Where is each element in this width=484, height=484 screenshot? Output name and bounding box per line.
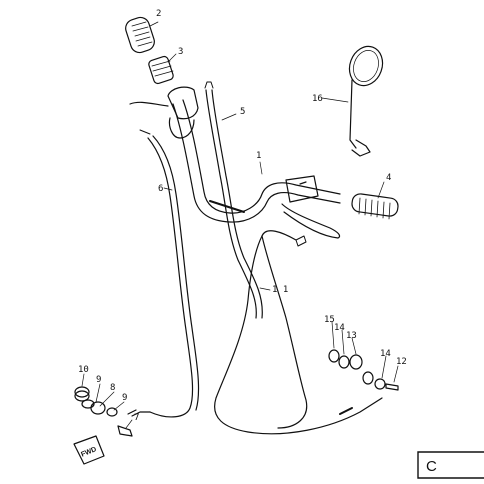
right-lever-assembly <box>281 175 341 239</box>
callout-7: 7 <box>134 413 139 423</box>
handlebar <box>172 99 341 223</box>
left-switch-housing <box>129 86 199 139</box>
leader-lines <box>81 21 399 429</box>
mirror <box>348 45 384 157</box>
left-grip <box>125 16 155 54</box>
corner-letter: C <box>426 458 437 475</box>
callout-12: 12 <box>396 357 407 367</box>
callout-2: 2 <box>156 9 161 19</box>
brake-cable <box>214 230 383 435</box>
callout-9-upper: 9 <box>96 375 101 385</box>
callout-10: 10 <box>78 365 89 375</box>
right-small-parts <box>328 349 399 391</box>
callout-14-right: 14 <box>380 349 391 359</box>
callout-3: 3 <box>178 47 183 57</box>
callout-6: 6 <box>158 184 163 194</box>
clutch-cable <box>127 129 200 418</box>
throttle-collar <box>148 55 174 85</box>
callout-4: 4 <box>386 173 391 183</box>
corner-box: C <box>417 451 484 479</box>
callout-14-left: 14 <box>334 323 345 333</box>
fwd-tag <box>73 435 105 465</box>
throttle-cable <box>204 81 263 319</box>
left-small-parts <box>74 386 133 437</box>
callout-13: 13 <box>346 331 357 341</box>
callout-8: 8 <box>110 383 115 393</box>
callout-9-lower: 9 <box>122 393 127 403</box>
callout-15: 15 <box>324 315 335 325</box>
callout-11: 1 1 <box>272 285 288 295</box>
callout-labels: 2 3 5 6 1 4 16 1 1 10 9 8 9 7 15 14 13 1… <box>78 9 407 423</box>
callout-5: 5 <box>240 107 245 117</box>
callout-1: 1 <box>256 151 261 161</box>
fwd-label: FWD <box>80 446 97 458</box>
callout-16: 16 <box>312 94 323 104</box>
right-grip <box>351 193 399 220</box>
